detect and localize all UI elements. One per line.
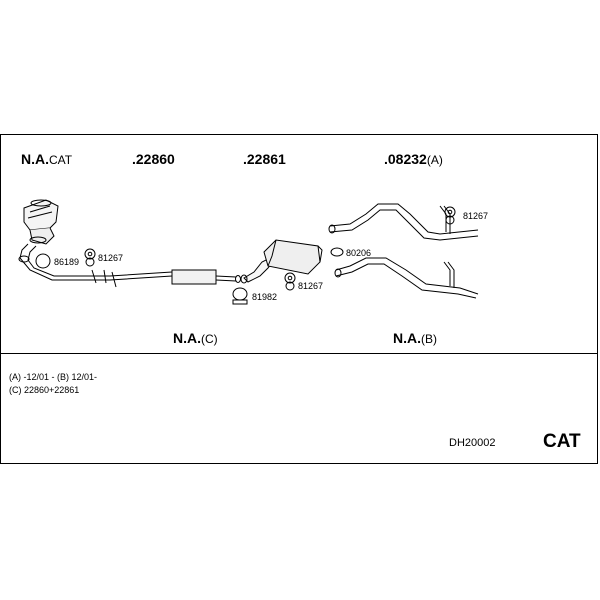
note-line-2: (C) 22860+22861 (9, 385, 80, 395)
clamp-81982 (232, 287, 248, 305)
diagram-code: DH20002 (449, 437, 496, 449)
label-na-cat: N.A.CAT (21, 151, 73, 167)
clamp-86189 (35, 253, 51, 269)
label-na-b: N.A.(B) (393, 330, 437, 346)
label-part-22860: .22860 (132, 151, 175, 167)
label-80206: 80206 (346, 248, 372, 258)
section-divider (0, 353, 598, 354)
catalytic-converter-part (19, 199, 59, 261)
gasket-80206 (330, 247, 344, 257)
label-81267-b: 81267 (298, 281, 324, 291)
label-81982: 81982 (252, 292, 278, 302)
label-part-08232: .08232(A) (384, 151, 443, 167)
rubber-hanger-c (444, 206, 456, 225)
rubber-hanger-b (284, 272, 296, 291)
diagram-type: CAT (543, 431, 581, 452)
label-86189: 86189 (54, 257, 80, 267)
diagram-frame (0, 134, 598, 464)
label-part-22861: .22861 (243, 151, 286, 167)
label-81267-c: 81267 (463, 211, 489, 221)
note-line-1: (A) -12/01 - (B) 12/01- (9, 372, 98, 382)
front-pipe-part (18, 255, 241, 288)
label-81267-a: 81267 (98, 253, 124, 263)
tail-pipe-lower-part (334, 257, 479, 299)
tail-pipe-upper-part (328, 203, 479, 241)
rear-silencer-part (240, 239, 323, 284)
rubber-hanger-a (84, 248, 96, 267)
label-na-c: N.A.(C) (173, 330, 218, 346)
